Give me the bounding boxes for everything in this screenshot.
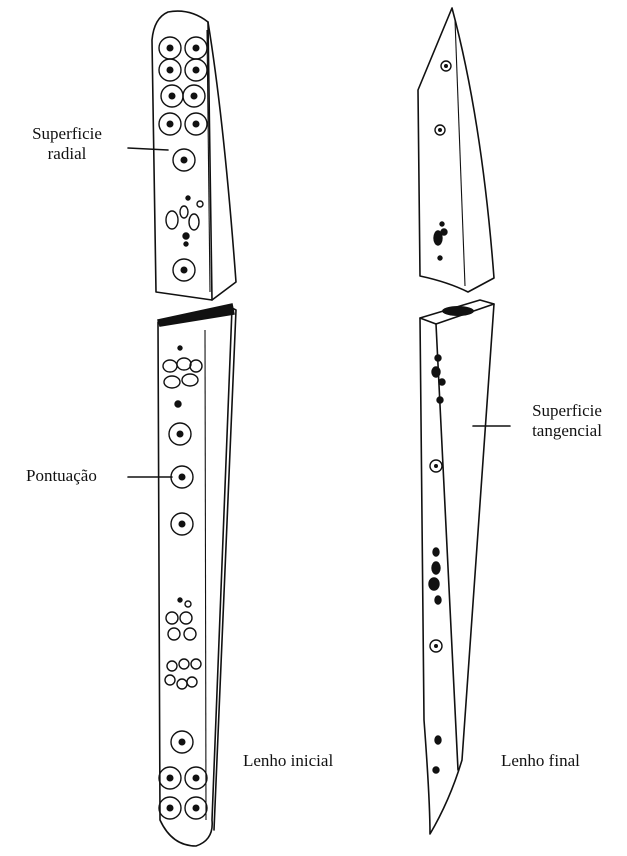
pit-aperture — [178, 520, 185, 527]
radial-leader-line — [128, 148, 168, 150]
small-pit — [164, 376, 180, 388]
pit-aperture — [192, 44, 199, 51]
small-pit — [163, 360, 177, 372]
latewood-label: Lenho final — [501, 751, 580, 771]
pit-label: Pontuação — [26, 466, 97, 486]
earlywood-tracheid-lower — [158, 304, 236, 846]
small-pit — [178, 598, 182, 602]
pit-aperture — [166, 44, 173, 51]
small-pit — [185, 601, 191, 607]
small-pit — [180, 206, 188, 218]
small-pit — [187, 677, 197, 687]
small-pit — [432, 367, 440, 377]
latewood-pits-lower — [429, 355, 445, 773]
small-pit — [182, 374, 198, 386]
small-pit — [197, 201, 203, 207]
small-pit — [438, 256, 442, 260]
pit-aperture — [168, 92, 175, 99]
small-pit — [184, 628, 196, 640]
pit-aperture — [166, 774, 173, 781]
small-pit — [167, 661, 177, 671]
earlywood-tracheid-upper — [152, 11, 236, 300]
pit-aperture — [178, 738, 185, 745]
pit-aperture — [192, 120, 199, 127]
pit-aperture — [192, 804, 199, 811]
tangential-surface-label-line1: Superficie — [513, 401, 621, 421]
small-pit — [177, 358, 191, 370]
small-pit — [435, 736, 441, 744]
pit-aperture — [166, 804, 173, 811]
small-pit — [441, 229, 447, 235]
small-pit — [180, 612, 192, 624]
radial-surface-label: Superficie radial — [12, 124, 122, 164]
radial-surface-label-line2: radial — [12, 144, 122, 164]
small-pit — [175, 401, 181, 407]
earlywood-pits-upper — [159, 37, 207, 281]
earlywood-pits-lower — [159, 346, 207, 819]
latewood-pits-upper — [434, 61, 451, 260]
tangential-surface-label: Superficie tangencial — [513, 401, 621, 441]
pit-aperture — [180, 266, 187, 273]
small-pit — [190, 360, 202, 372]
pit-aperture — [192, 774, 199, 781]
pit-aperture — [166, 66, 173, 73]
small-pit — [178, 346, 182, 350]
pit-aperture — [192, 66, 199, 73]
small-pit — [429, 578, 439, 590]
small-pit — [183, 233, 189, 239]
small-pit — [189, 214, 199, 230]
pit-aperture — [176, 430, 183, 437]
small-pit — [166, 612, 178, 624]
latewood-tracheid-lower — [420, 300, 494, 834]
pit-aperture — [190, 92, 197, 99]
small-pit — [166, 211, 178, 229]
pit-aperture — [166, 120, 173, 127]
pit-aperture — [178, 473, 185, 480]
pit-aperture — [444, 64, 448, 68]
small-pit — [432, 562, 440, 574]
small-pit — [437, 397, 443, 403]
pit-aperture — [434, 464, 438, 468]
small-pit — [435, 596, 441, 604]
small-pit — [433, 767, 439, 773]
pit-aperture — [434, 644, 438, 648]
small-pit — [191, 659, 201, 669]
tangential-surface-label-line2: tangencial — [513, 421, 621, 441]
small-pit — [168, 628, 180, 640]
pit-aperture — [438, 128, 442, 132]
latewood-tracheid-upper — [418, 8, 494, 292]
radial-surface-label-line1: Superficie — [12, 124, 122, 144]
small-pit — [179, 659, 189, 669]
small-pit — [186, 196, 190, 200]
earlywood-label: Lenho inicial — [243, 751, 333, 771]
pit-aperture — [180, 156, 187, 163]
small-pit — [177, 679, 187, 689]
small-pit — [433, 548, 439, 556]
small-pit — [440, 222, 444, 226]
small-pit — [439, 379, 445, 385]
small-pit — [435, 355, 441, 361]
small-pit — [165, 675, 175, 685]
small-pit — [184, 242, 188, 246]
